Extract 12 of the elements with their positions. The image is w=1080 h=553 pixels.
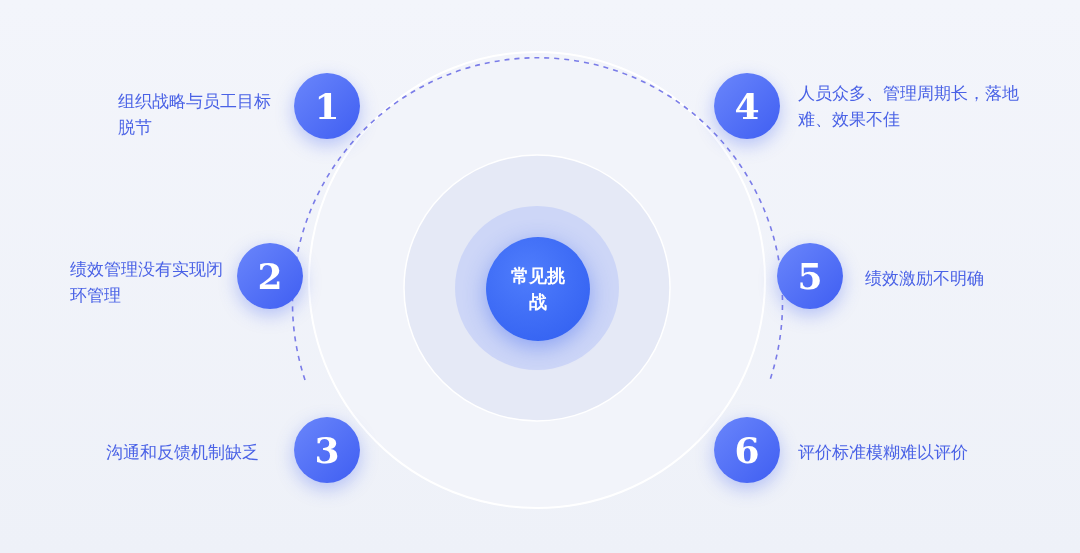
number-circle: 6: [714, 417, 780, 483]
number-circle: 1: [294, 73, 360, 139]
challenge-text: 组织战略与员工目标脱节: [118, 90, 272, 139]
challenge-text: 人员众多、管理周期长，落地难、效果不佳: [798, 82, 1020, 131]
number-circle: 4: [714, 73, 780, 139]
number-circle: 3: [294, 417, 360, 483]
challenge-text: 沟通和反馈机制缺乏: [106, 441, 260, 464]
number-circle: 5: [777, 243, 843, 309]
challenge-text: 评价标准模糊难以评价: [798, 441, 969, 464]
challenge-text: 绩效激励不明确: [865, 267, 985, 290]
number-circle: 2: [237, 243, 303, 309]
challenge-text: 绩效管理没有实现闭环管理: [70, 258, 224, 307]
